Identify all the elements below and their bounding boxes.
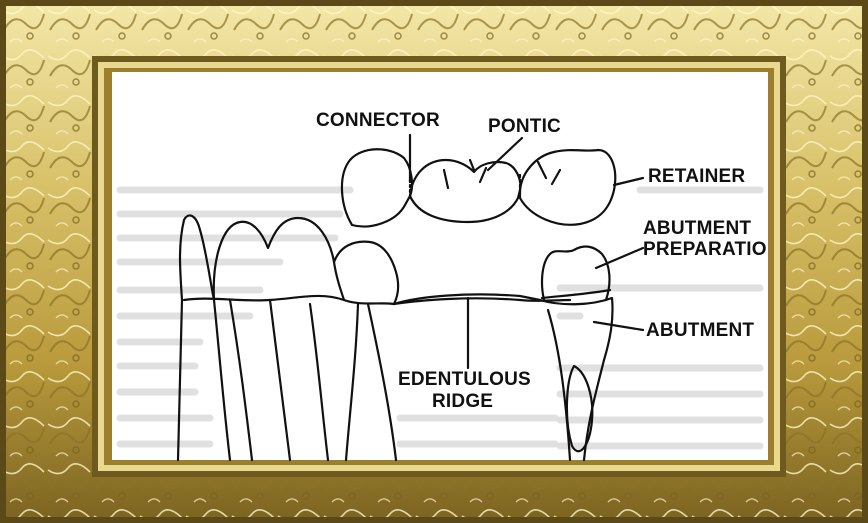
label-retainer: RETAINER [648,166,745,188]
label-abutment-preparation-line1: ABUTMENT [643,218,751,240]
label-ridge: RIDGE [432,391,493,413]
label-abutment: ABUTMENT [646,320,754,342]
label-pontic: PONTIC [488,116,561,138]
label-connector: CONNECTOR [316,110,440,132]
label-edentulous: EDENTULOUS [398,369,531,391]
label-abutment-preparation-line2: PREPARATIO [643,239,767,261]
